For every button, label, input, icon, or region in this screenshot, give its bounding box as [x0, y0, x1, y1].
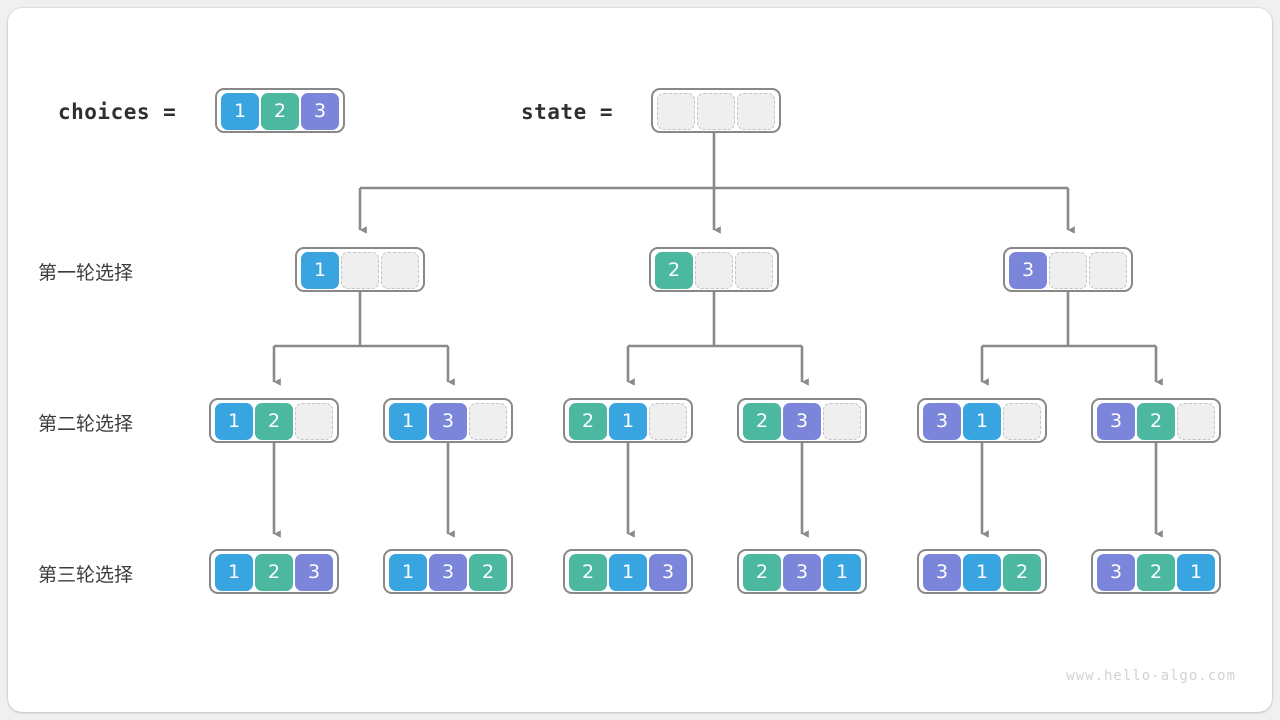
- array-cell-filled: 2: [1137, 554, 1175, 591]
- connector-lines: [272, 133, 1163, 538]
- array-cell-filled: 1: [215, 554, 253, 591]
- array-cell-filled: 3: [301, 93, 339, 130]
- round1-node-1: 1: [295, 247, 425, 292]
- array-cell-filled: 1: [963, 403, 1001, 440]
- array-cell-filled: 2: [261, 93, 299, 130]
- array-cell-filled: 3: [1097, 403, 1135, 440]
- array-cell-filled: 3: [429, 554, 467, 591]
- array-cell-filled: 1: [301, 252, 339, 289]
- array-cell-filled: 2: [255, 403, 293, 440]
- array-cell-empty: [1049, 252, 1087, 289]
- array-cell-filled: 1: [215, 403, 253, 440]
- array-cell-filled: 2: [743, 554, 781, 591]
- row-label-round-1: 第一轮选择: [38, 262, 134, 284]
- array-cell-empty: [469, 403, 507, 440]
- array-cell-filled: 2: [655, 252, 693, 289]
- array-cell-empty: [695, 252, 733, 289]
- array-cell-filled: 3: [649, 554, 687, 591]
- array-cell-empty: [381, 252, 419, 289]
- array-cell-empty: [295, 403, 333, 440]
- array-cell-empty: [1177, 403, 1215, 440]
- array-cell-empty: [823, 403, 861, 440]
- array-cell-filled: 3: [923, 554, 961, 591]
- array-cell-filled: 3: [429, 403, 467, 440]
- array-cell-filled: 1: [609, 554, 647, 591]
- array-cell-empty: [657, 93, 695, 130]
- watermark: www.hello-algo.com: [1066, 668, 1236, 684]
- array-cell-filled: 2: [743, 403, 781, 440]
- array-cell-empty: [341, 252, 379, 289]
- array-cell-filled: 2: [469, 554, 507, 591]
- row-label-round-2: 第二轮选择: [38, 413, 134, 435]
- array-cell-filled: 1: [221, 93, 259, 130]
- array-cell-empty: [735, 252, 773, 289]
- array-cell-empty: [1003, 403, 1041, 440]
- state-label: state =: [521, 100, 614, 124]
- round1-node-2: 2: [649, 247, 779, 292]
- array-cell-filled: 3: [783, 403, 821, 440]
- state-array: [651, 88, 781, 133]
- array-cell-filled: 2: [1003, 554, 1041, 591]
- array-cell-filled: 1: [1177, 554, 1215, 591]
- array-cell-filled: 3: [923, 403, 961, 440]
- array-cell-filled: 2: [569, 554, 607, 591]
- array-cell-filled: 3: [295, 554, 333, 591]
- array-cell-empty: [697, 93, 735, 130]
- array-cell-filled: 3: [1097, 554, 1135, 591]
- array-cell-filled: 1: [389, 554, 427, 591]
- array-cell-filled: 1: [963, 554, 1001, 591]
- row-label-round-3: 第三轮选择: [38, 564, 134, 586]
- array-cell-filled: 3: [1009, 252, 1047, 289]
- array-cell-filled: 1: [823, 554, 861, 591]
- array-cell-filled: 1: [389, 403, 427, 440]
- array-cell-empty: [1089, 252, 1127, 289]
- choices-label: choices =: [58, 100, 177, 124]
- array-cell-filled: 2: [569, 403, 607, 440]
- array-cell-filled: 1: [609, 403, 647, 440]
- array-cell-filled: 2: [1137, 403, 1175, 440]
- array-cell-empty: [649, 403, 687, 440]
- array-cell-filled: 2: [255, 554, 293, 591]
- round1-node-3: 3: [1003, 247, 1133, 292]
- array-cell-filled: 3: [783, 554, 821, 591]
- array-cell-empty: [737, 93, 775, 130]
